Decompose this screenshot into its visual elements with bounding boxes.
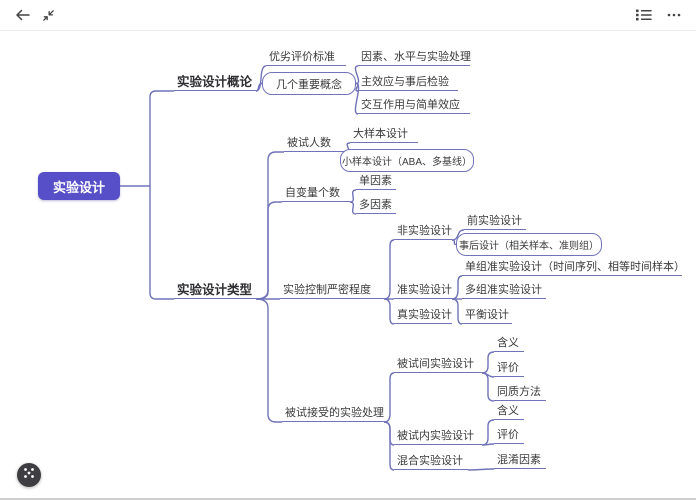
node-multi-group-quasi[interactable]: 多组准实验设计 [462, 283, 546, 299]
outline-button[interactable] [634, 5, 654, 25]
node-pre-experimental[interactable]: 前实验设计 [464, 214, 526, 230]
root-topic[interactable]: 实验设计 [38, 172, 120, 200]
node-balanced-design[interactable]: 平衡设计 [462, 308, 512, 324]
node-homogeneity-method[interactable]: 同质方法 [494, 385, 546, 401]
canvas-widget-button[interactable] [17, 463, 41, 487]
back-button[interactable] [12, 5, 32, 25]
mindmap-canvas[interactable]: 实验设计 实验设计概论 实验设计类型 优劣评价标准 几个重要概念 因素、水平与实… [0, 30, 696, 498]
node-single-factor[interactable]: 单因素 [356, 174, 396, 190]
node-single-group-quasi[interactable]: 单组准实验设计（时间序列、相等时间样本） [462, 260, 685, 276]
fit-view-button[interactable] [38, 5, 58, 25]
node-subject-count[interactable]: 被试人数 [284, 136, 346, 152]
window-bottom-edge [0, 498, 696, 500]
dots-grid-icon [22, 466, 36, 485]
node-mixed-design[interactable]: 混合实验设计 [394, 454, 468, 470]
node-key-concepts[interactable]: 几个重要概念 [262, 72, 356, 95]
node-treatment-assignment[interactable]: 被试接受的实验处理 [282, 406, 384, 422]
top-toolbar [0, 0, 696, 31]
node-iv-count[interactable]: 自变量个数 [282, 186, 350, 202]
node-multi-factor[interactable]: 多因素 [356, 198, 396, 214]
node-interaction-simple-effects[interactable]: 交互作用与简单效应 [358, 98, 470, 114]
node-small-sample-design[interactable]: 小样本设计（ABA、多基线） [340, 149, 474, 172]
node-large-sample-design[interactable]: 大样本设计 [350, 127, 418, 143]
node-evaluation-criteria[interactable]: 优劣评价标准 [266, 50, 346, 66]
node-quasi-experimental[interactable]: 准实验设计 [394, 283, 452, 299]
more-ellipsis-icon [666, 7, 682, 23]
node-confounding-factors[interactable]: 混淆因素 [494, 453, 546, 469]
node-true-experimental[interactable]: 真实验设计 [394, 308, 452, 324]
node-control-rigor[interactable]: 实验控制严密程度 [280, 283, 384, 299]
node-non-experimental[interactable]: 非实验设计 [394, 224, 452, 240]
node-bs-evaluation[interactable]: 评价 [494, 361, 524, 377]
node-between-subjects[interactable]: 被试间实验设计 [394, 357, 482, 373]
node-bs-meaning[interactable]: 含义 [494, 336, 524, 352]
node-ws-evaluation[interactable]: 评价 [494, 428, 524, 444]
node-ws-meaning[interactable]: 含义 [494, 404, 524, 420]
node-main-effect-posthoc[interactable]: 主效应与事后检验 [358, 75, 458, 91]
branch-design-types[interactable]: 实验设计类型 [174, 282, 256, 299]
outline-list-icon [636, 8, 652, 22]
node-expost-design[interactable]: 事后设计（相关样本、准则组） [456, 233, 602, 256]
node-factors-levels-treatments[interactable]: 因素、水平与实验处理 [358, 50, 471, 66]
branch-overview[interactable]: 实验设计概论 [174, 74, 256, 91]
back-arrow-icon [14, 7, 31, 23]
node-within-subjects[interactable]: 被试内实验设计 [394, 429, 482, 445]
fit-view-icon [41, 8, 56, 23]
more-button[interactable] [664, 5, 684, 25]
